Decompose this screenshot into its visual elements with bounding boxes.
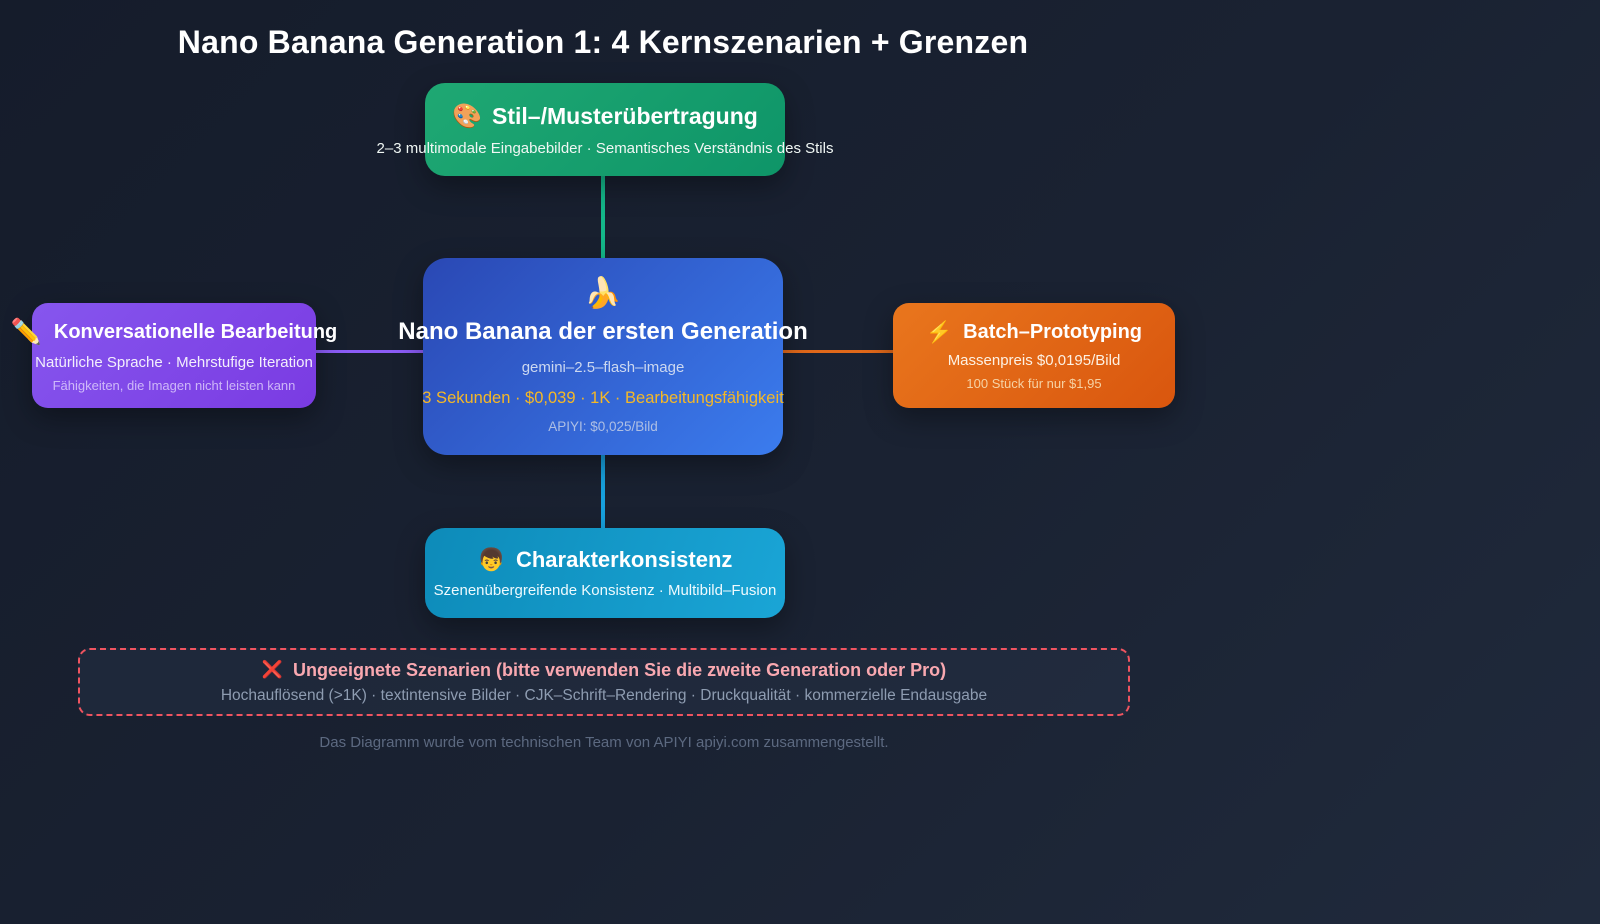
node-conversational-editing: ✏️ Konversationelle Bearbeitung Natürlic… bbox=[11, 303, 337, 408]
node-conversational-title-text: Konversationelle Bearbeitung bbox=[53, 321, 338, 343]
unsuitable-subtitle: Hochauflösend (>1K) · textintensive Bild… bbox=[220, 686, 988, 704]
connector-left-purple bbox=[316, 350, 423, 353]
cross-mark-icon: ❌ bbox=[261, 660, 283, 679]
node-batch-title: ⚡ Batch–Prototyping bbox=[926, 321, 1142, 345]
footer-credit: Das Diagramm wurde vom technischen Team … bbox=[319, 734, 889, 751]
node-center-price: APIYI: $0,025/Bild bbox=[548, 419, 658, 434]
node-conversational-subtitle: Natürliche Sprache · Mehrstufige Iterati… bbox=[35, 354, 313, 371]
node-center-title: Nano Banana der ersten Generation bbox=[398, 318, 808, 345]
connector-right-orange bbox=[783, 350, 893, 353]
node-character-title-text: Charakterkonsistenz bbox=[515, 547, 733, 572]
unsuitable-title: ❌ Ungeeignete Szenarien (bitte verwenden… bbox=[262, 660, 946, 681]
palette-icon: 🎨 bbox=[452, 103, 483, 130]
node-style-transfer-title: 🎨 Stil–/Musterübertragung bbox=[452, 102, 758, 131]
node-conversational-title: ✏️ Konversationelle Bearbeitung bbox=[11, 318, 338, 347]
node-batch-prototyping: ⚡ Batch–Prototyping Massenpreis $0,0195/… bbox=[893, 303, 1175, 408]
node-style-transfer: 🎨 Stil–/Musterübertragung 2–3 multimodal… bbox=[377, 83, 833, 176]
node-character-title: 👦 Charakterkonsistenz bbox=[478, 547, 733, 573]
node-character-consistency: 👦 Charakterkonsistenz Szenenübergreifend… bbox=[425, 528, 785, 618]
unsuitable-title-text: Ungeeignete Szenarien (bitte verwenden S… bbox=[293, 659, 947, 680]
connector-top-green bbox=[601, 176, 605, 258]
node-center-stats: 3 Sekunden · $0,039 · 1K · Bearbeitungsf… bbox=[422, 389, 784, 407]
node-conversational-note: Fähigkeiten, die Imagen nicht leisten ka… bbox=[52, 378, 296, 393]
lightning-icon: ⚡ bbox=[925, 320, 953, 344]
boy-icon: 👦 bbox=[477, 547, 505, 572]
connector-bottom-cyan bbox=[601, 455, 605, 528]
node-style-transfer-title-text: Stil–/Musterübertragung bbox=[492, 103, 758, 129]
node-batch-subtitle: Massenpreis $0,0195/Bild bbox=[947, 351, 1121, 369]
node-character-subtitle: Szenenübergreifende Konsistenz · Multibi… bbox=[433, 582, 777, 599]
unsuitable-scenarios-box: ❌ Ungeeignete Szenarien (bitte verwenden… bbox=[78, 648, 1130, 716]
node-style-transfer-subtitle: 2–3 multimodale Eingabebilder · Semantis… bbox=[376, 140, 834, 157]
node-batch-title-text: Batch–Prototyping bbox=[963, 321, 1143, 343]
node-center-model: gemini–2.5–flash–image bbox=[521, 359, 685, 376]
banana-icon: 🍌 bbox=[584, 277, 622, 310]
pencil-icon: ✏️ bbox=[10, 318, 42, 346]
page-title: Nano Banana Generation 1: 4 Kernszenarie… bbox=[177, 24, 1029, 60]
node-batch-note: 100 Stück für nur $1,95 bbox=[966, 375, 1102, 391]
node-center: 🍌 Nano Banana der ersten Generation gemi… bbox=[398, 258, 808, 455]
